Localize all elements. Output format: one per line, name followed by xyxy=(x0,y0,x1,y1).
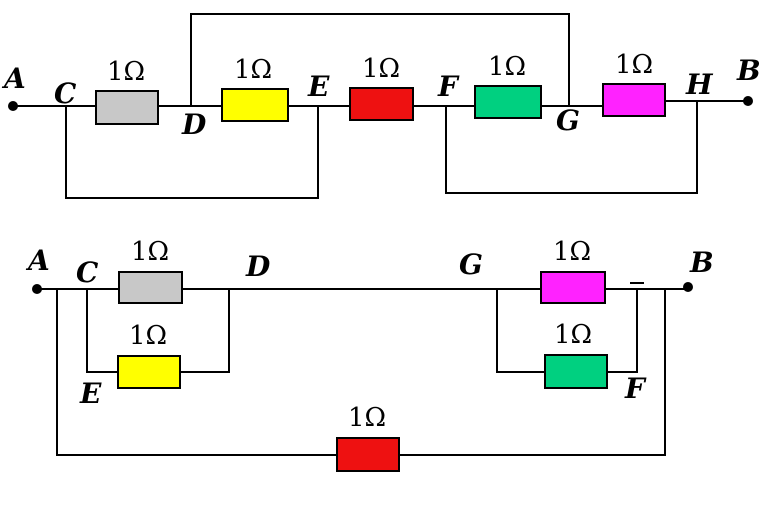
bottom-node-c: C xyxy=(76,256,99,289)
wire-loop-f-h xyxy=(445,101,698,194)
top-node-g: G xyxy=(556,104,580,137)
bottom-node-b: B xyxy=(689,246,714,279)
wire-loop-c-e xyxy=(65,106,319,199)
wire-branch-c-e xyxy=(86,289,118,373)
bottom-resistor-gray xyxy=(118,271,183,304)
top-terminal-a xyxy=(8,101,18,111)
bottom-ohm-gray: 1Ω xyxy=(131,237,169,267)
bottom-node-a: A xyxy=(25,244,50,277)
wire-outer-right xyxy=(399,289,666,456)
top-ohm-red: 1Ω xyxy=(362,54,400,84)
bottom-terminal-a xyxy=(32,284,42,294)
wire-branch-green-f xyxy=(607,289,638,373)
bottom-resistor-magenta xyxy=(540,271,606,304)
bottom-ohm-red: 1Ω xyxy=(348,403,386,433)
top-resistor-green xyxy=(474,85,542,119)
bottom-circuit: 1Ω 1Ω 1Ω 1Ω 1Ω A C D E G B F xyxy=(25,237,714,472)
wire-branch-g-green xyxy=(496,289,545,373)
bottom-resistor-green xyxy=(544,354,608,389)
top-resistor-magenta xyxy=(602,83,666,117)
bottom-terminal-b xyxy=(683,282,693,292)
top-ohm-green: 1Ω xyxy=(488,52,526,82)
top-node-h: H xyxy=(685,68,714,101)
bottom-node-d: D xyxy=(245,250,271,283)
bottom-ohm-magenta: 1Ω xyxy=(553,237,591,267)
top-ohm-gray: 1Ω xyxy=(107,57,145,87)
top-terminal-b xyxy=(743,96,753,106)
top-resistor-yellow xyxy=(221,88,289,122)
wire-loop-d-g xyxy=(190,13,570,106)
top-node-b: B xyxy=(736,54,761,87)
bottom-ohm-yellow: 1Ω xyxy=(129,321,167,351)
top-resistor-gray xyxy=(95,90,159,125)
bottom-node-g: G xyxy=(459,248,483,281)
top-node-d: D xyxy=(181,108,207,141)
bottom-node-f: F xyxy=(624,372,647,405)
bottom-resistor-red xyxy=(336,437,400,472)
top-node-e: E xyxy=(307,70,330,103)
top-circuit: 1Ω 1Ω 1Ω 1Ω 1Ω A C D E F G H B xyxy=(1,13,761,199)
top-ohm-yellow: 1Ω xyxy=(234,55,272,85)
top-ohm-magenta: 1Ω xyxy=(615,50,653,80)
wire-branch-e-d xyxy=(180,289,230,373)
top-resistor-red xyxy=(349,87,414,121)
bottom-resistor-yellow xyxy=(117,355,181,389)
wire-outer-left xyxy=(56,289,337,456)
top-node-f: F xyxy=(437,70,460,103)
top-node-a: A xyxy=(1,62,26,95)
top-node-c: C xyxy=(54,77,77,110)
bottom-node-e: E xyxy=(79,377,102,410)
bottom-ohm-green: 1Ω xyxy=(554,320,592,350)
